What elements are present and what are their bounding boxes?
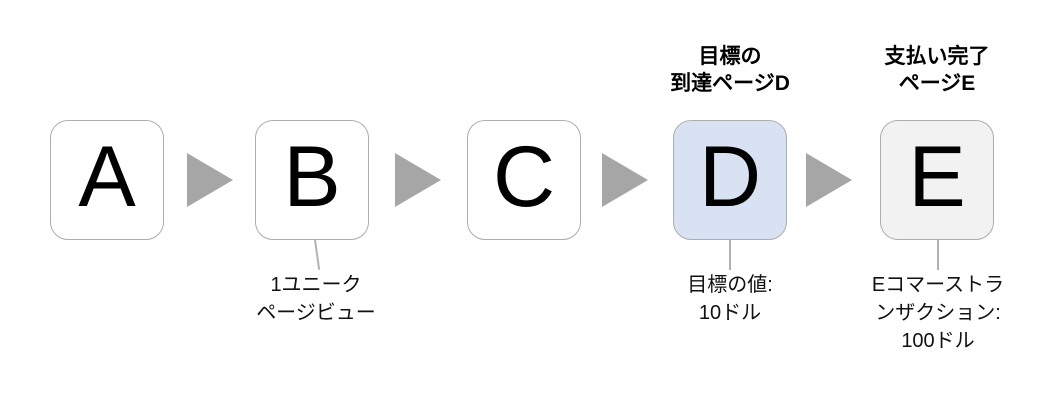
label-unique-pageview: 1ユニーク ページビュー <box>206 271 426 327</box>
arrow-right-icon <box>395 153 441 207</box>
label-ecommerce-transaction: Eコマーストラ ンザクション: 100ドル <box>828 271 1048 355</box>
label-line: Eコマーストラ <box>871 274 1005 296</box>
arrow-right-icon <box>806 153 852 207</box>
node-letter: D <box>698 129 762 225</box>
node-page-c: C <box>467 120 581 240</box>
label-payment-complete-page: 支払い完了 ページE <box>827 43 1047 97</box>
label-goal-value: 目標の値: 10ドル <box>620 271 840 327</box>
label-line: 目標の <box>698 45 762 68</box>
label-line: ページビュー <box>256 302 376 324</box>
callout-connector-line <box>937 240 939 270</box>
label-line: 支払い完了 <box>884 45 990 68</box>
node-letter: A <box>78 129 136 225</box>
label-goal-destination-page: 目標の 到達ページD <box>620 43 840 97</box>
node-page-e-payment: E <box>880 120 994 240</box>
label-line: 10ドル <box>698 302 762 324</box>
label-line: 100ドル <box>901 330 975 352</box>
label-line: ページE <box>898 72 976 95</box>
node-page-a: A <box>50 120 164 240</box>
arrow-right-icon <box>602 153 648 207</box>
callout-connector-line <box>314 239 321 270</box>
label-line: 目標の値: <box>687 274 773 296</box>
node-page-b: B <box>255 120 369 240</box>
callout-connector-line <box>729 240 731 270</box>
node-letter: B <box>283 129 341 225</box>
node-letter: C <box>492 129 556 225</box>
node-letter: E <box>908 129 966 225</box>
node-page-d-goal: D <box>673 120 787 240</box>
label-line: ンザクション: <box>875 302 1001 324</box>
arrow-right-icon <box>187 153 233 207</box>
label-line: 1ユニーク <box>270 274 362 296</box>
label-line: 到達ページD <box>670 72 790 95</box>
